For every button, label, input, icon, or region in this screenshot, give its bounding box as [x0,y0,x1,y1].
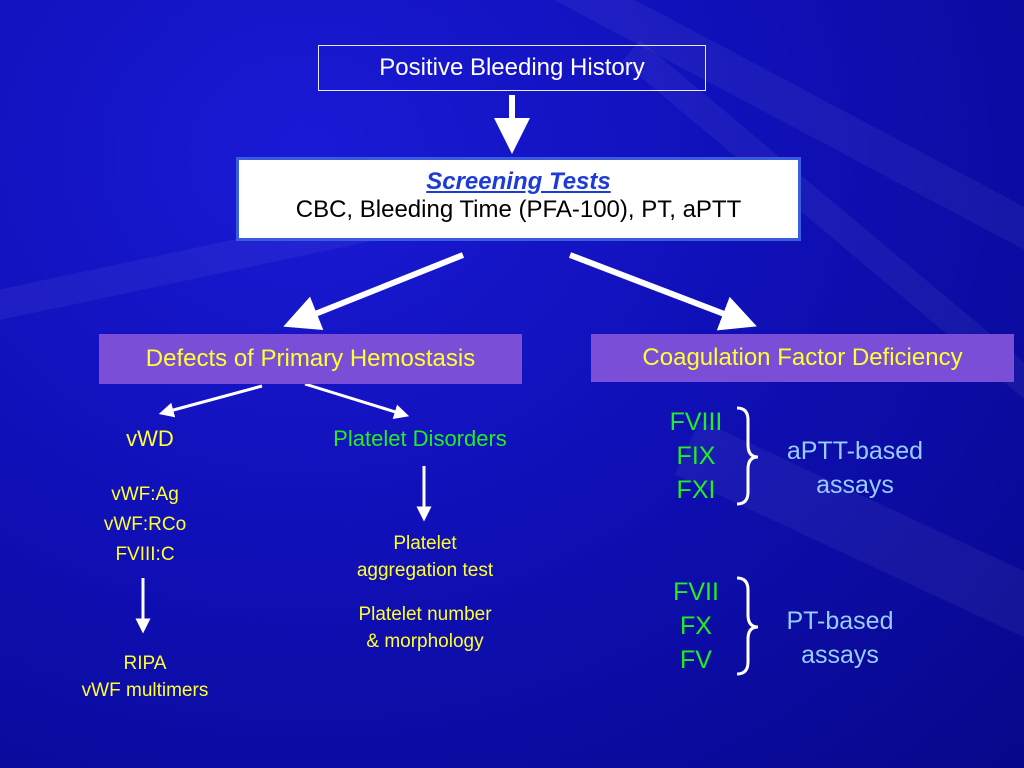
vwd-followup-tests: RIPA vWF multimers [45,650,245,704]
vwd-tests: vWF:Ag vWF:RCo FVIII:C [70,480,220,570]
primary-hemostasis-label: Defects of Primary Hemostasis [145,345,476,372]
aptt-factor-list: FVIII FIX FXI [650,405,742,507]
assay-line: aPTT-based [786,437,924,465]
assay-line: PT-based [786,607,894,635]
screening-tests-box: Screening Tests CBC, Bleeding Time (PFA-… [236,157,801,241]
assay-line: assays [801,641,879,669]
factor-item: FIX [676,442,716,470]
factor-item: FXI [676,476,716,504]
pt-factor-list: FVII FX FV [650,575,742,677]
platelet-number-morphology: Platelet number & morphology [320,601,530,655]
positive-bleeding-history-box: Positive Bleeding History [318,45,706,91]
platelet-test-line: aggregation test [356,560,494,581]
assay-line: assays [816,471,894,499]
factor-item: FV [680,646,712,674]
vwd-test-item: vWF:RCo [103,514,187,535]
factor-item: FVII [673,578,719,606]
brace-aptt [736,406,759,506]
arrow-screening-to-primary [283,252,465,331]
platelet-test-line: & morphology [366,631,484,652]
arrow-primary-to-platelet [304,382,410,419]
arrow-screening-to-coag [568,252,757,331]
factor-item: FVIII [669,408,723,436]
screening-tests-list: CBC, Bleeding Time (PFA-100), PT, aPTT [295,196,742,223]
coagulation-factor-box: Coagulation Factor Deficiency [591,334,1014,382]
primary-hemostasis-box: Defects of Primary Hemostasis [99,334,522,384]
aptt-based-assays: aPTT-based assays [760,434,950,502]
vwd-followup-item: vWF multimers [81,680,209,701]
vwd-followup-item: RIPA [123,653,167,674]
vwd-test-item: vWF:Ag [111,484,179,505]
factor-item: FX [680,612,712,640]
platelet-test-line: Platelet number [358,604,492,625]
positive-bleeding-history-label: Positive Bleeding History [379,54,645,81]
arrow-primary-to-vwd [158,384,263,418]
brace-pt [736,576,759,676]
platelet-aggregation-test: Platelet aggregation test [320,530,530,584]
pt-based-assays: PT-based assays [745,604,935,672]
coagulation-factor-label: Coagulation Factor Deficiency [642,344,963,371]
vwd-heading: vWD [126,426,174,451]
vwd-test-item: FVIII:C [115,544,175,565]
platelet-test-line: Platelet [393,533,457,554]
screening-tests-title: Screening Tests [426,168,611,195]
platelet-disorders-heading: Platelet Disorders [333,426,507,451]
